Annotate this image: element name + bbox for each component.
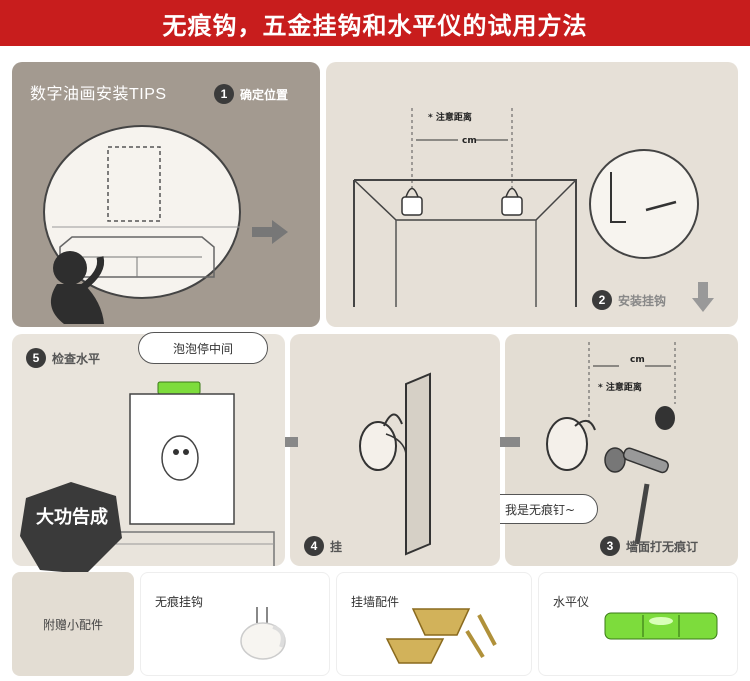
step-5-number: 5: [26, 348, 46, 368]
frame-with-hooks-illustration: [353, 108, 699, 307]
distance-note-step3: * 注意距离: [598, 383, 642, 393]
step-2-label: 2 安装挂钩: [592, 290, 666, 310]
spirit-level-icon: [604, 612, 718, 640]
step-5-text: 检查水平: [52, 351, 101, 366]
step-4-label: 4 挂: [304, 536, 342, 556]
accessory-label: 水平仪: [553, 595, 590, 609]
next-arrow-icon: [252, 220, 288, 244]
cm-label-step3: cm: [630, 355, 645, 365]
down-arrow-icon: [692, 282, 714, 312]
step-3-number: 3: [600, 536, 620, 556]
step-3-text: 墙面打无痕订: [626, 539, 699, 554]
cm-label-top: cm: [462, 136, 477, 146]
step-5-label: 5 检查水平: [26, 348, 100, 368]
accessory-wall-mount: 挂墙配件: [336, 572, 532, 676]
accessory-label: 无痕挂钩: [155, 595, 204, 609]
step-2-number: 2: [592, 290, 612, 310]
accessories-label: 附赠小配件: [42, 618, 103, 632]
success-stamp-text: 大功告成: [36, 507, 108, 528]
step-4-number: 4: [304, 536, 324, 556]
step-1-number: 1: [214, 84, 234, 104]
nail-bubble-text: 我是无痕钉~: [504, 502, 576, 517]
sawtooth-hanger-icon: [385, 608, 497, 664]
hang-on-wall-illustration: [359, 372, 431, 556]
level-speech-bubble: 泡泡停中间: [138, 332, 268, 364]
step-4-text: 挂: [330, 539, 343, 554]
room-sketch-illustration: [43, 125, 241, 324]
accessories-tile: 附赠小配件: [12, 572, 134, 676]
accessory-spirit-level: 水平仪: [538, 572, 738, 676]
step-1-text: 确定位置: [240, 87, 289, 102]
tips-title: 数字油画安装TIPS: [30, 86, 167, 103]
level-bubble-text: 泡泡停中间: [172, 341, 233, 356]
step-2-text: 安装挂钩: [618, 293, 667, 308]
distance-note-top: * 注意距离: [428, 113, 472, 123]
accessory-traceless-hook: 无痕挂钩: [140, 572, 330, 676]
traceless-hook-icon: [240, 607, 286, 660]
hammer-and-hooks-illustration: [546, 342, 676, 545]
page-title: 无痕钩，五金挂钩和水平仪的试用方法: [162, 11, 588, 40]
step-3-label: 3 墙面打无痕订: [600, 536, 698, 556]
success-stamp-badge: [20, 482, 122, 574]
painting-with-level-illustration: [92, 381, 275, 566]
page-header: 无痕钩，五金挂钩和水平仪的试用方法: [0, 0, 750, 46]
step-1-label: 1 确定位置: [214, 84, 288, 104]
nail-speech-bubble: 我是无痕钉~: [482, 494, 598, 524]
accessory-label: 挂墙配件: [351, 595, 400, 609]
